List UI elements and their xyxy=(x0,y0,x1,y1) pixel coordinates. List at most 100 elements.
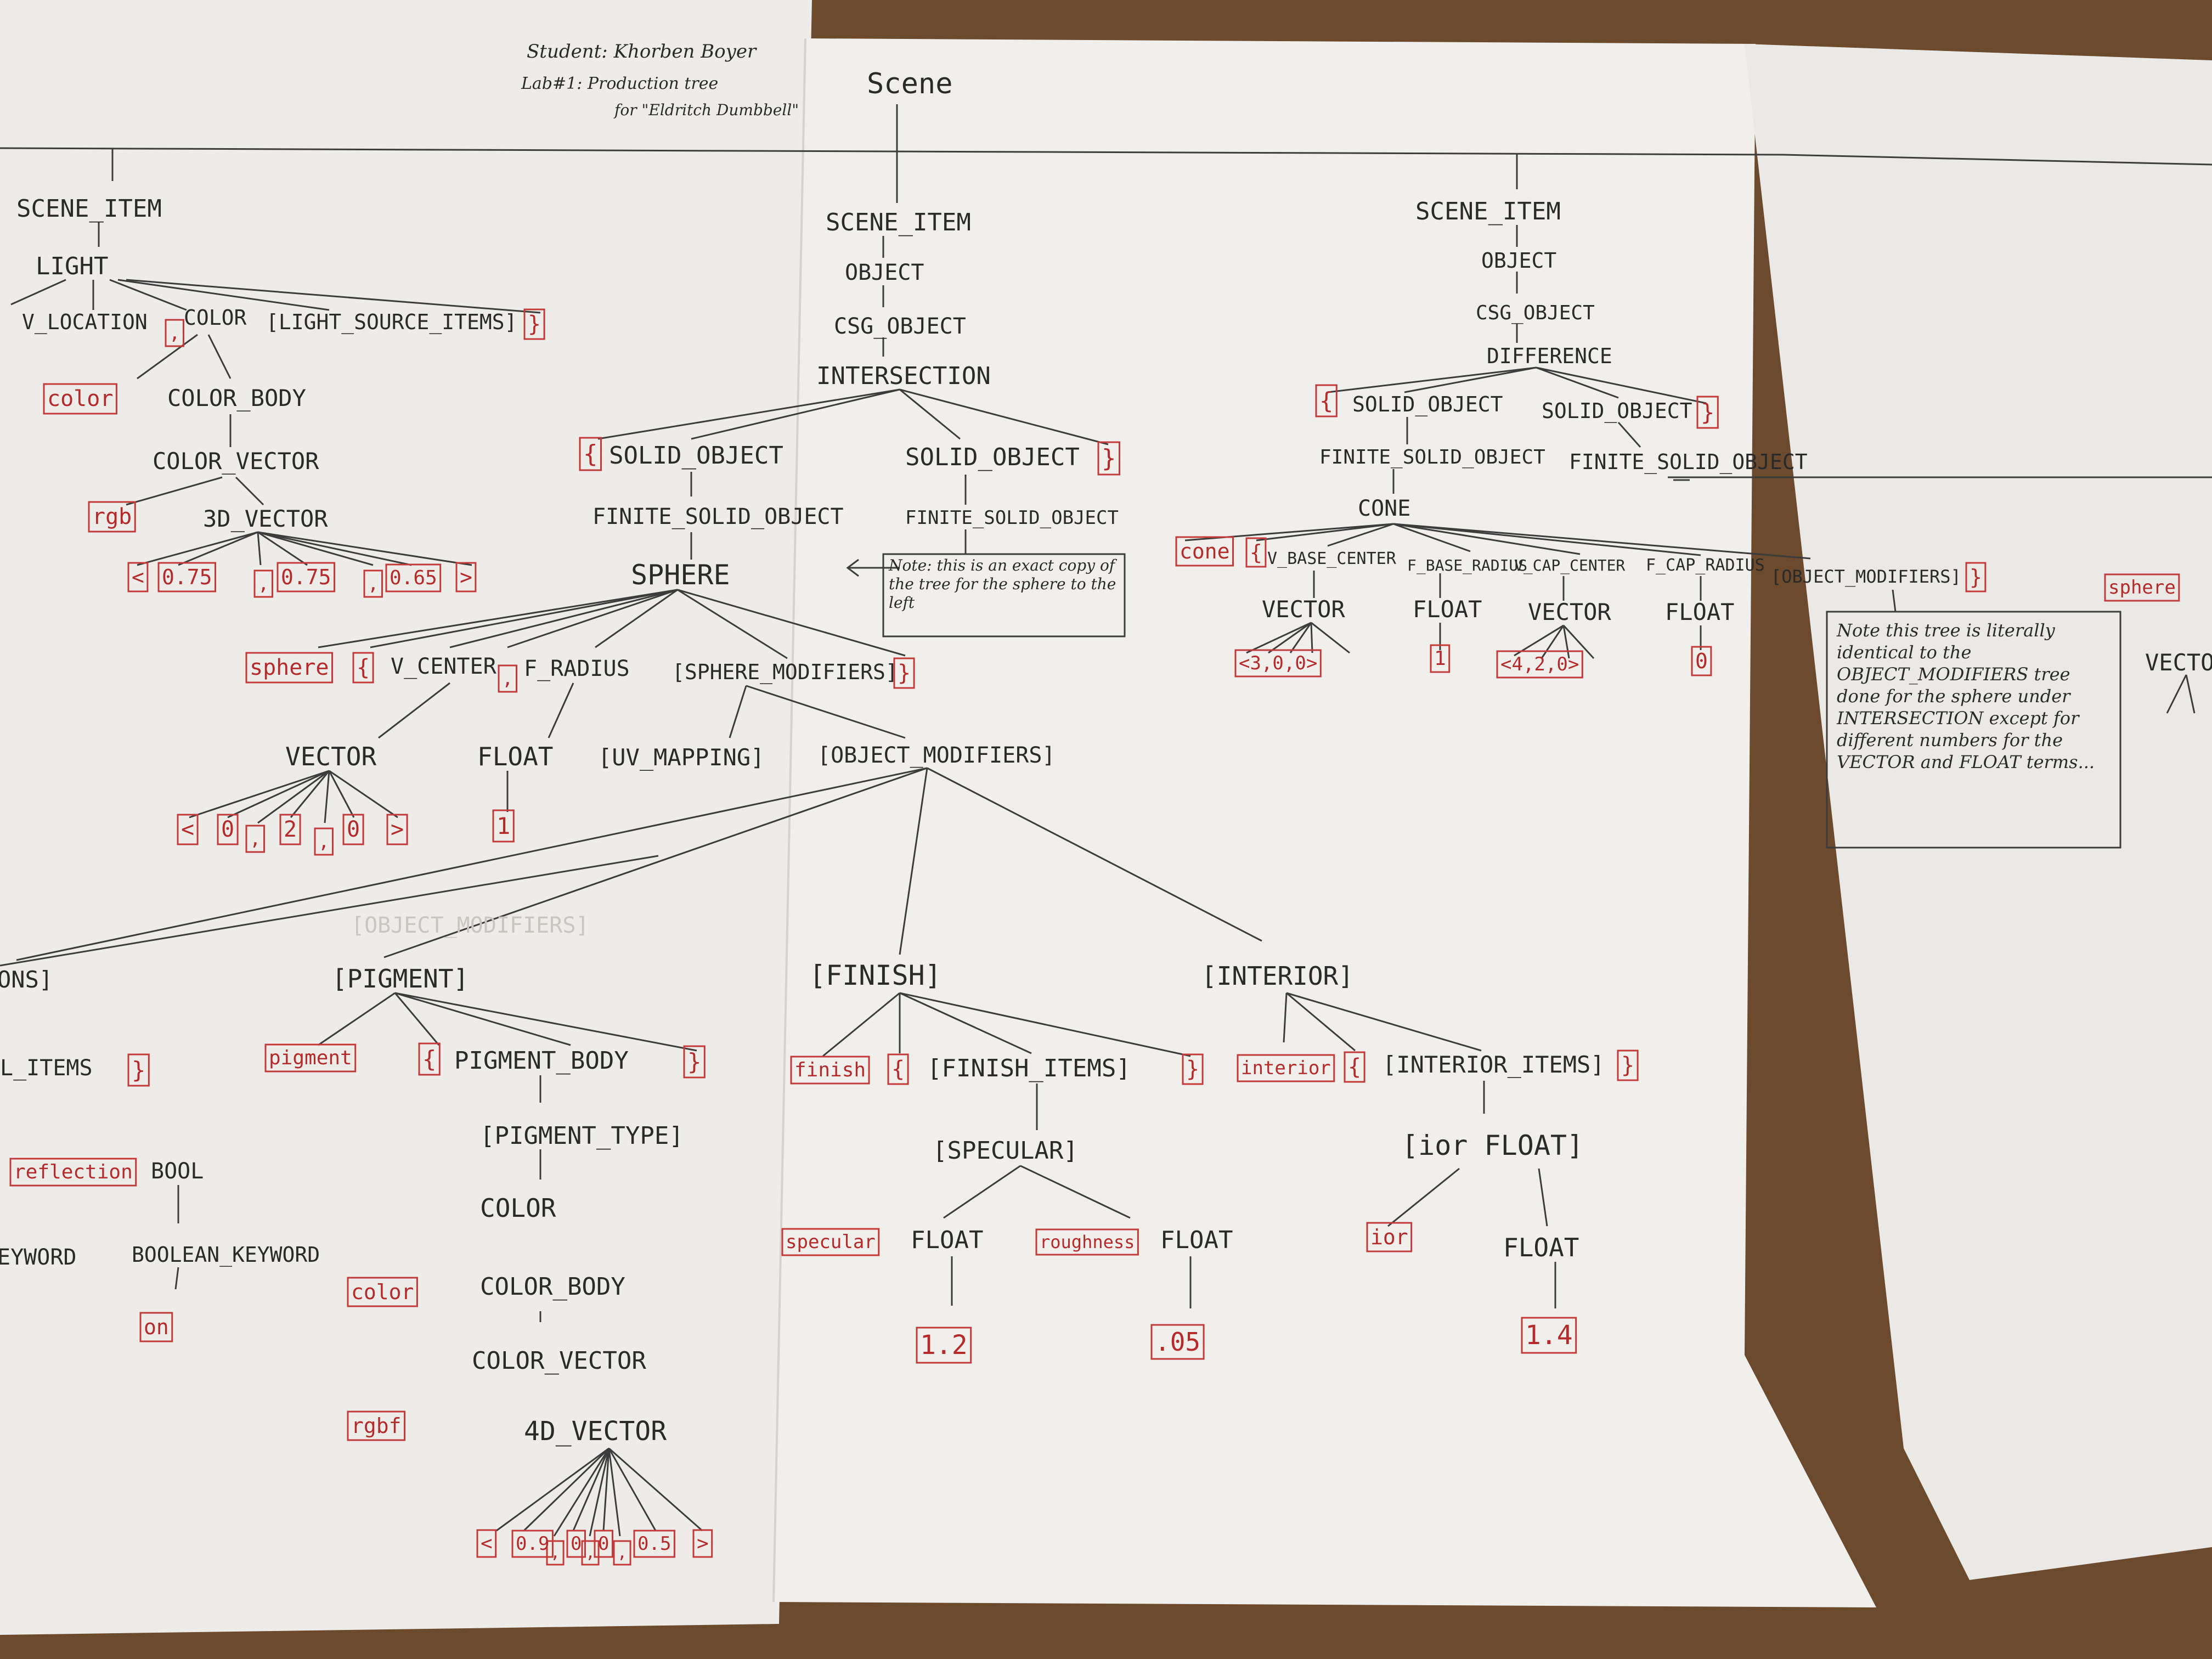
terminal-box xyxy=(1430,644,1451,673)
terminal-box xyxy=(43,383,117,415)
terminal-box xyxy=(1035,1228,1139,1256)
node-finite-d: FINITE_SOLID_OBJECT xyxy=(1569,450,1808,475)
node-ior-group: [ior FLOAT] xyxy=(1402,1130,1583,1161)
tree-edge xyxy=(1782,154,2212,166)
tree-edge xyxy=(318,992,396,1046)
term-pv-gt: > xyxy=(697,1532,709,1555)
node-solid-object-b: SOLID_OBJECT xyxy=(905,443,1080,471)
sheet-seam xyxy=(772,38,806,1602)
node-scene-item-left: SCENE_ITEM xyxy=(16,195,162,223)
node-finite-a: FINITE_SOLID_OBJECT xyxy=(592,504,844,529)
tree-edge xyxy=(1020,1165,1131,1219)
tree-edge xyxy=(1286,992,1356,1052)
node-f-radius: F_RADIUS xyxy=(524,656,630,681)
tree-edge xyxy=(178,531,258,566)
tree-edge xyxy=(1393,523,1701,556)
note-identical-box: Note this tree is literally identical to… xyxy=(1837,620,2095,772)
term-pv-comma-2: , xyxy=(585,1543,595,1562)
term-diff-open: { xyxy=(1319,387,1333,414)
term-fin-close: } xyxy=(1186,1057,1199,1082)
tree-edge xyxy=(1268,622,1312,654)
terminal-box xyxy=(887,1053,909,1085)
tree-edge xyxy=(602,1448,610,1531)
terminal-box xyxy=(511,1530,554,1558)
term-roughness-kw: roughness xyxy=(1040,1232,1135,1252)
term-spec-val: 1.2 xyxy=(920,1330,968,1361)
node-rough-float: FLOAT xyxy=(1160,1226,1233,1254)
tree-edge xyxy=(943,1165,1021,1219)
tree-edge xyxy=(1327,366,1537,393)
term-cone-float-2: 0 xyxy=(1695,649,1708,673)
node-v-location: V_LOCATION xyxy=(22,310,148,335)
tree-edge xyxy=(1892,589,1897,612)
term-int2-close: } xyxy=(1621,1053,1634,1078)
term-cone-vec-1: <3,0,0> xyxy=(1239,652,1317,674)
note-border xyxy=(1826,611,2121,849)
terminal-box xyxy=(1234,649,1322,678)
node-color-body: COLOR_BODY xyxy=(167,385,306,411)
node-pig-color-vector: COLOR_VECTOR xyxy=(472,1347,646,1375)
terminal-box xyxy=(1496,650,1583,679)
term-pv-lt: < xyxy=(481,1532,493,1555)
tree-edge xyxy=(207,334,232,379)
tree-edge xyxy=(378,682,450,739)
tree-edge xyxy=(1289,622,1312,653)
node-keyword-frag: EYWORD xyxy=(0,1245,77,1270)
tree-edge xyxy=(137,334,198,380)
tree-edge xyxy=(729,685,747,738)
node-pigment-body: PIGMENT_BODY xyxy=(454,1047,629,1075)
tree-edge xyxy=(0,855,659,967)
node-cone: CONE xyxy=(1358,496,1410,521)
term-reflection: reflection xyxy=(14,1161,133,1183)
terminal-box xyxy=(363,569,383,598)
term-comma-1: , xyxy=(169,322,180,344)
terminal-box xyxy=(139,1312,173,1342)
term-lv-b: 0.75 xyxy=(281,565,331,589)
terminal-box xyxy=(455,562,477,592)
tree-edge xyxy=(1562,624,1595,659)
terminal-box xyxy=(386,814,408,845)
tree-edge xyxy=(117,279,330,311)
tree-edge xyxy=(257,532,262,566)
node-float-sphere: FLOAT xyxy=(477,742,553,771)
node-color: COLOR xyxy=(184,306,247,330)
tree-edge xyxy=(1562,625,1570,659)
node-left-items: L_ITEMS xyxy=(0,1056,93,1081)
tree-edge xyxy=(899,768,928,955)
node-ior-float: FLOAT xyxy=(1503,1233,1579,1262)
term-lv-a: 0.75 xyxy=(162,565,212,589)
node-cone-float-2: FLOAT xyxy=(1665,599,1734,625)
terminal-box xyxy=(1617,1049,1639,1081)
tree-edge xyxy=(2166,674,2187,714)
node-4d-vector: 4D_VECTOR xyxy=(524,1416,667,1447)
terminal-box xyxy=(177,814,199,845)
tree-edge xyxy=(523,1447,610,1532)
node-finish: [FINISH] xyxy=(809,960,941,991)
terminal-box xyxy=(613,1540,631,1566)
terminal-box xyxy=(1182,1053,1204,1085)
term-sv-gt: > xyxy=(391,817,404,842)
note-arrow xyxy=(846,558,872,577)
terminal-box xyxy=(279,814,301,845)
tree-edge xyxy=(126,279,541,314)
node-sphere-modifiers: [SPHERE_MODIFIERS] xyxy=(672,660,898,685)
tree-edge xyxy=(608,1448,657,1531)
node-f-cap-radius: F_CAP_RADIUS xyxy=(1646,556,1765,575)
tree-edge xyxy=(1310,622,1313,653)
node-pigment-type: [PIGMENT_TYPE] xyxy=(480,1122,684,1150)
term-cone-float-1: 1 xyxy=(1434,647,1446,670)
terminal-box xyxy=(790,1056,870,1085)
term-cone-close: } xyxy=(1970,565,1982,589)
root-scene: Scene xyxy=(867,67,953,100)
terminal-box xyxy=(165,319,184,347)
term-pv-comma-3: , xyxy=(617,1543,627,1562)
terminal-box xyxy=(2104,573,2180,602)
term-ior-kw: ior xyxy=(1370,1225,1408,1249)
terminal-box xyxy=(1175,536,1234,567)
node-object-modifiers: [OBJECT_MODIFIERS] xyxy=(817,743,1055,768)
tree-edge xyxy=(328,770,355,818)
tree-edge xyxy=(394,992,440,1046)
node-light-source-items: [LIGHT_SOURCE_ITEMS] xyxy=(266,310,517,335)
node-vector-sphere: VECTOR xyxy=(285,742,376,771)
